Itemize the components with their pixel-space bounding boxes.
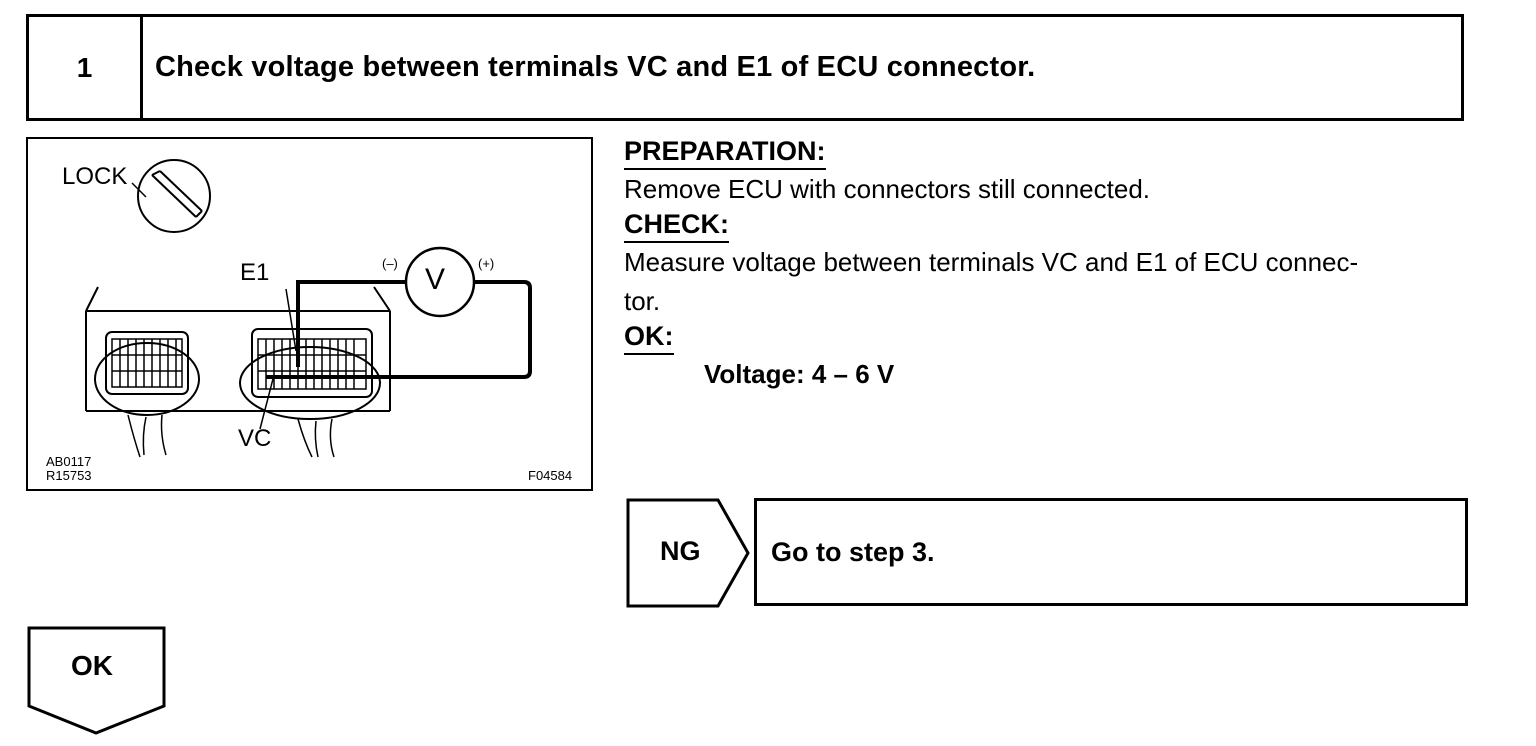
voltmeter-label: V <box>425 263 446 296</box>
ng-arrow-shape <box>626 498 750 608</box>
figure-code-right: F04584 <box>528 468 573 483</box>
vc-leader-line <box>259 374 275 430</box>
vc-label: VC <box>238 425 272 452</box>
left-connector <box>94 331 200 458</box>
ecu-connector-diagram <box>85 159 532 458</box>
ng-action-box: Go to step 3. <box>754 498 1468 606</box>
ecu-body <box>85 286 391 412</box>
right-connector <box>239 328 381 458</box>
check-text-line2: tor. <box>624 286 661 316</box>
positive-test-lead <box>266 280 532 379</box>
check-heading: CHECK: <box>624 209 729 243</box>
positive-polarity-label: (+) <box>478 256 495 271</box>
step-number: 1 <box>29 17 143 118</box>
e1-label: E1 <box>240 259 270 286</box>
wiring-figure: LOCK E1 VC V (–) (+) AB0117 R15753 F0458… <box>26 137 593 491</box>
lock-leader-line <box>131 182 147 198</box>
e1-leader-line <box>285 288 297 352</box>
preparation-text: Remove ECU with connectors still connect… <box>624 174 1151 204</box>
negative-polarity-label: (–) <box>382 256 398 271</box>
ng-label: NG <box>660 536 701 566</box>
ng-result-tag: NG <box>626 498 752 613</box>
figure-code-line2: R15753 <box>46 468 92 483</box>
ok-label: OK <box>71 650 113 681</box>
step-header: 1 Check voltage between terminals VC and… <box>26 14 1464 121</box>
ok-heading: OK: <box>624 321 674 355</box>
lock-icon <box>137 159 211 233</box>
figure-code-line1: AB0117 <box>46 454 92 469</box>
instructions: PREPARATION: Remove ECU with connectors … <box>624 136 1474 390</box>
step-title: Check voltage between terminals VC and E… <box>155 51 1036 83</box>
ok-result-tag: OK <box>27 626 167 741</box>
negative-test-lead <box>296 280 406 367</box>
ok-value: Voltage: 4 – 6 V <box>704 359 895 389</box>
lock-label: LOCK <box>62 163 128 190</box>
check-text-line1: Measure voltage between terminals VC and… <box>624 247 1359 277</box>
preparation-heading: PREPARATION: <box>624 136 826 170</box>
ok-arrow-shape <box>27 626 166 735</box>
